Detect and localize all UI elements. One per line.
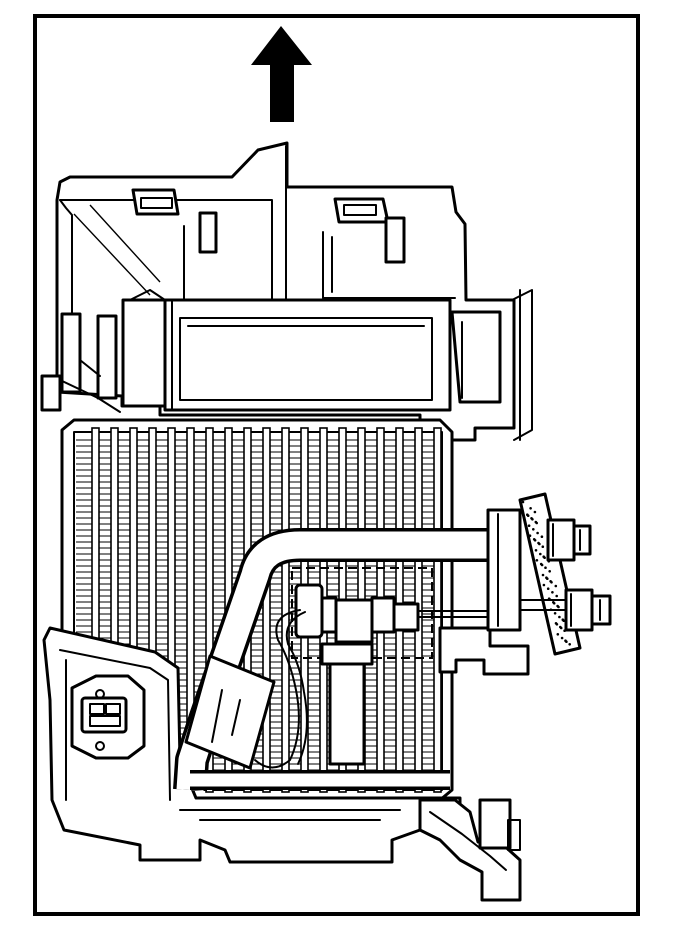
pad-dot [539, 552, 542, 556]
pad-dot [546, 577, 549, 580]
pad-dot [526, 514, 530, 517]
pad-dot [541, 545, 545, 548]
pad-dot [553, 612, 557, 615]
pad-dot [535, 559, 539, 562]
diagram-frame [33, 14, 640, 916]
pad-dot [557, 605, 560, 609]
pad-dot [552, 602, 556, 605]
pad-dot [543, 556, 546, 559]
pad-dot [548, 570, 551, 573]
pad-dot [558, 615, 561, 619]
pad-dot [565, 640, 568, 643]
pad-dot [540, 535, 544, 538]
pad-dot [546, 587, 550, 590]
arrow-up-icon [251, 26, 312, 122]
core-tube [205, 427, 214, 793]
pad-dot [555, 623, 559, 626]
pad-dot [550, 581, 553, 584]
pad-dot [560, 636, 564, 640]
pad-dot [541, 573, 545, 577]
pad-dot [532, 528, 535, 531]
drain-hose [418, 798, 522, 902]
pad-dot [533, 539, 537, 542]
pad-dot [533, 510, 537, 514]
pad-dot [531, 518, 534, 521]
pad-dot [536, 531, 539, 535]
expansion-valve [254, 583, 521, 769]
pad-dot [562, 619, 565, 622]
electrical-connector [70, 674, 146, 760]
core-tube [281, 427, 290, 793]
pad-dot [535, 521, 538, 525]
tube-sleeve [184, 654, 276, 770]
pad-dot [540, 563, 544, 567]
pad-dot [534, 549, 538, 552]
pad-dot [527, 524, 531, 527]
fitting-nut-lower [519, 588, 612, 632]
pad-dot [528, 534, 532, 537]
pad-dot [554, 584, 558, 588]
pad-dot [559, 626, 563, 630]
valve-bracket [438, 508, 530, 676]
core-tube [262, 427, 271, 793]
fitting-nut-upper [546, 518, 592, 562]
pad-dot [529, 507, 532, 510]
pad-dot [544, 566, 547, 569]
pad-dot [542, 583, 546, 587]
pad-dot [556, 633, 560, 636]
pad-dot [568, 643, 571, 646]
pad-dot [555, 594, 558, 598]
pad-dot [551, 591, 554, 594]
pad-dot [521, 500, 525, 504]
lower-housing [42, 626, 462, 864]
pad-dot [538, 542, 541, 546]
evaporator-housing [40, 141, 533, 442]
